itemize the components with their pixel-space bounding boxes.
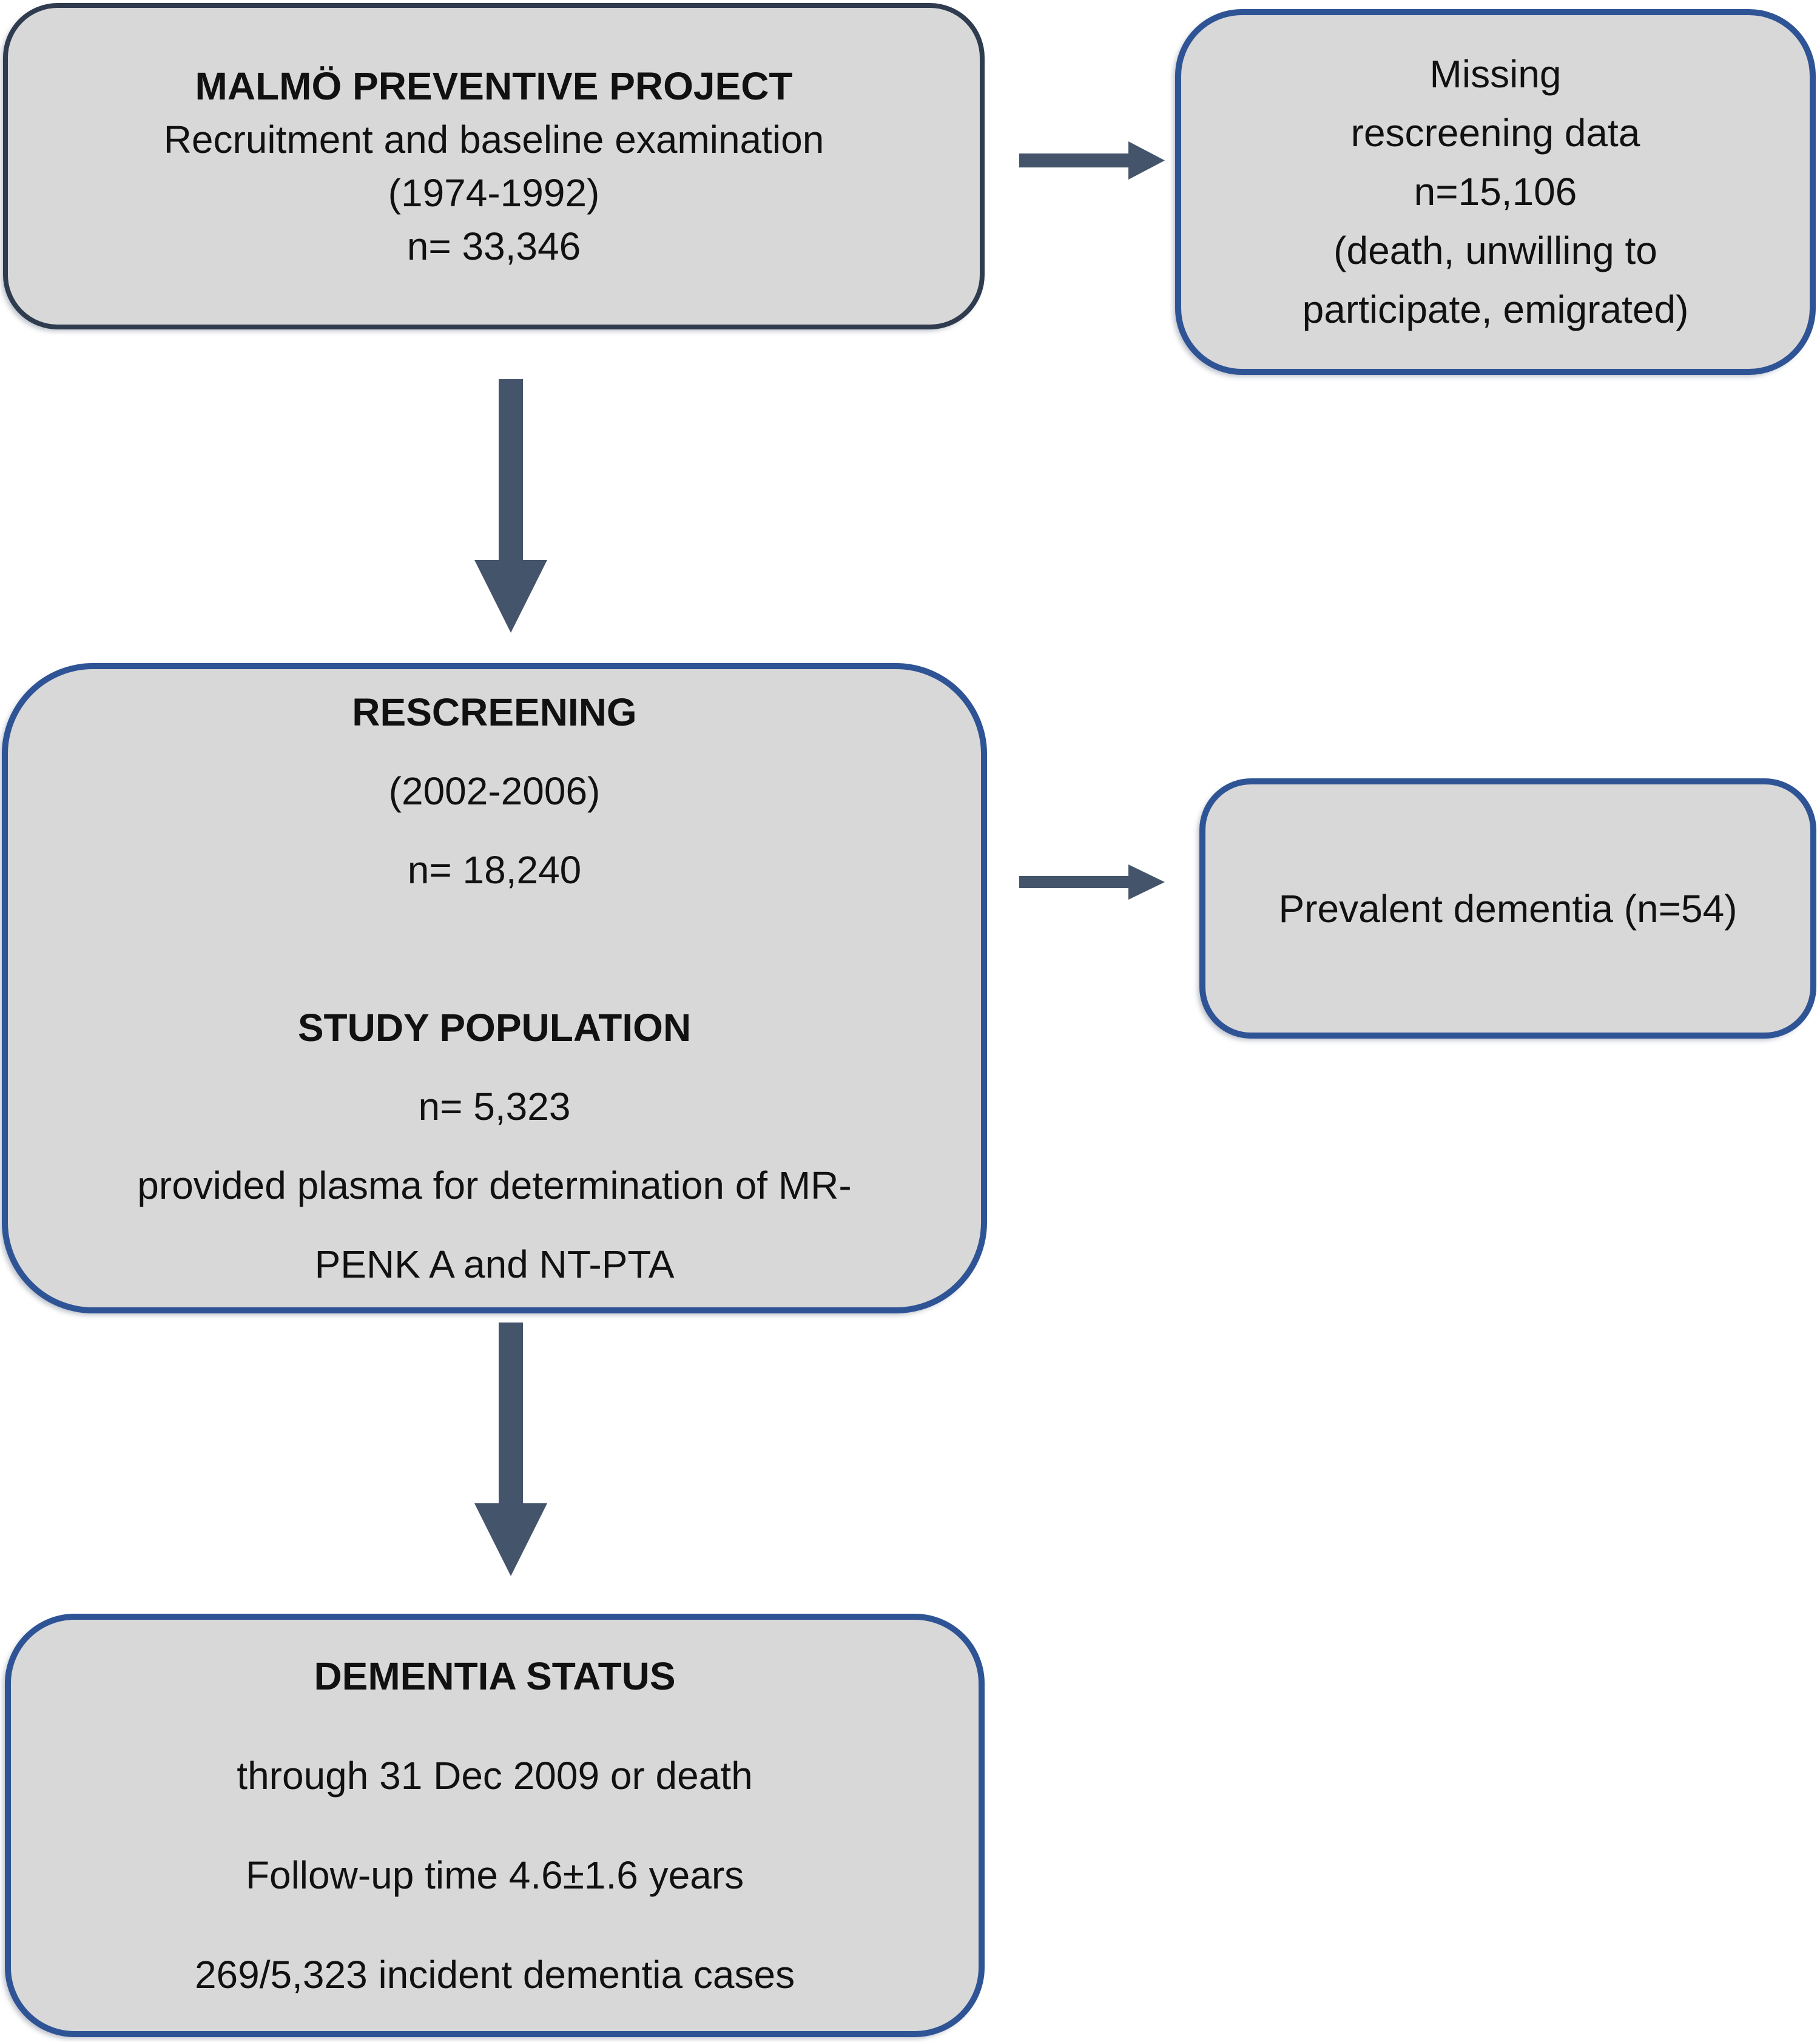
prevalent-text: Prevalent dementia (n=54)	[1278, 886, 1737, 931]
arrow-down-bottom-shape	[474, 1323, 547, 1576]
missing-lines: Missing rescreening data n=15,106 (death…	[1302, 52, 1689, 331]
dementia-lines: through 31 Dec 2009 or death Follow-up t…	[194, 1754, 795, 1997]
dementia-title: DEMENTIA STATUS	[314, 1654, 676, 1698]
box-prevalent-dementia: Prevalent dementia (n=54)	[1199, 778, 1816, 1039]
box-missing-rescreening-data: Missing rescreening data n=15,106 (death…	[1175, 9, 1816, 375]
mpp-title: MALMÖ PREVENTIVE PROJECT	[195, 64, 793, 108]
box-rescreening-study-population: RESCREENING (2002-2006) n= 18,240 STUDY …	[2, 663, 987, 1313]
arrow-down-top-shape	[474, 379, 547, 633]
study-population-title: STUDY POPULATION	[297, 1006, 692, 1050]
rescreening-title: RESCREENING	[352, 690, 637, 734]
study-population-lines: n= 5,323 provided plasma for determinati…	[137, 1085, 852, 1286]
arrow-down-icon-bottom	[474, 1323, 547, 1576]
arrow-right-top-shape	[1019, 141, 1165, 180]
mpp-lines: Recruitment and baseline examination (19…	[163, 118, 824, 268]
box-dementia-status: DEMENTIA STATUS through 31 Dec 2009 or d…	[5, 1614, 985, 2037]
box-malmo-preventive-project: MALMÖ PREVENTIVE PROJECT Recruitment and…	[3, 3, 985, 329]
arrow-down-icon-top	[474, 379, 547, 633]
arrow-right-icon-middle	[1019, 864, 1165, 900]
arrow-right-icon-top	[1019, 141, 1165, 180]
rescreening-lines: (2002-2006) n= 18,240	[388, 769, 601, 892]
arrow-right-middle-shape	[1019, 864, 1165, 900]
